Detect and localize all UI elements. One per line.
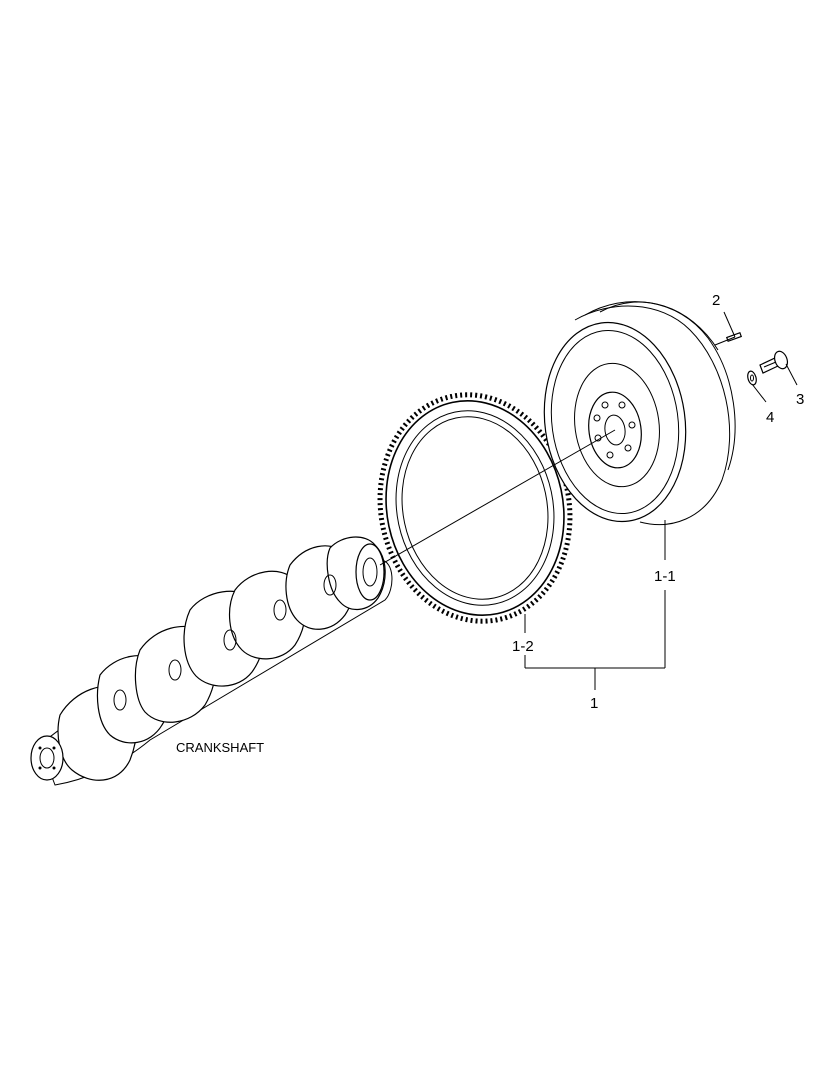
crankshaft-caption: CRANKSHAFT xyxy=(176,740,264,755)
callout-flywheel: 1-1 xyxy=(654,568,676,585)
callout-bolt: 3 xyxy=(796,391,804,408)
assembly-axis-line xyxy=(379,429,616,566)
callout-assembly: 1 xyxy=(590,695,598,712)
leader-lines xyxy=(524,311,798,690)
callout-washer: 4 xyxy=(766,409,774,426)
bolt xyxy=(759,350,789,374)
callout-dowel-pin: 2 xyxy=(712,292,720,309)
crankshaft xyxy=(30,536,393,786)
washer xyxy=(747,370,757,386)
callout-ring-gear: 1-2 xyxy=(512,638,534,655)
flywheel xyxy=(543,301,736,526)
